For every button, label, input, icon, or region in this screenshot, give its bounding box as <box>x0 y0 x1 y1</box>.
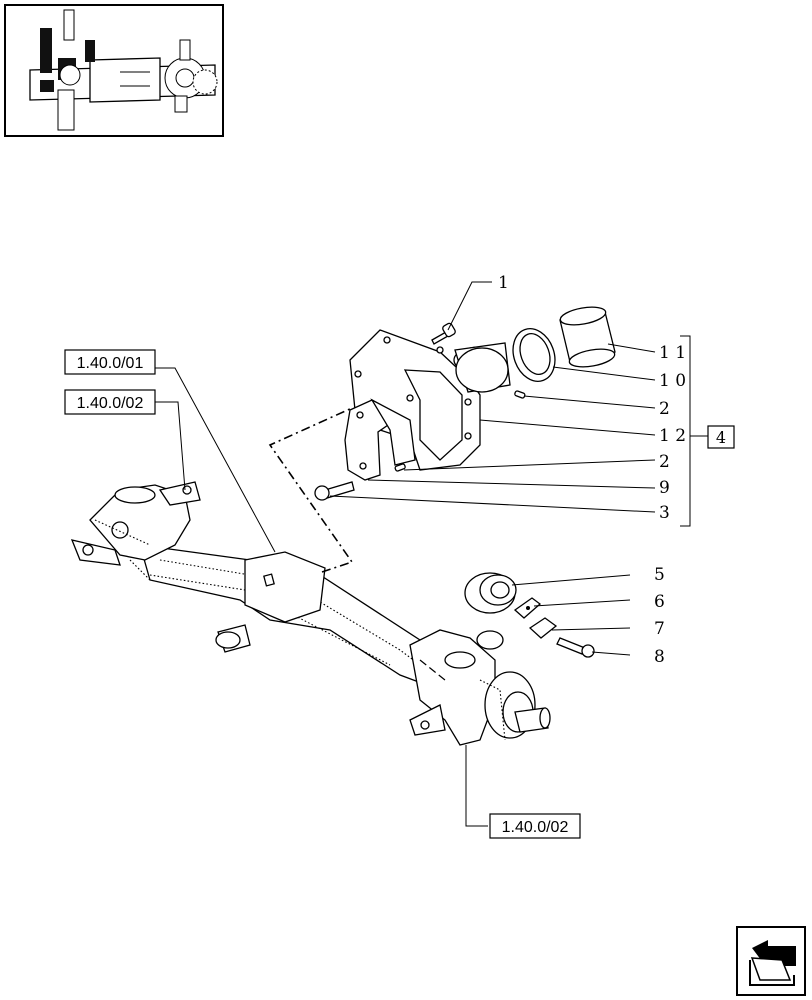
kit-box-4[interactable]: 4 <box>707 425 735 449</box>
callout-2b: 2 <box>659 452 670 472</box>
ref-box-1-40-0-02-upper[interactable]: 1.40.0/02 <box>64 389 156 415</box>
callout-2a: 2 <box>659 399 670 419</box>
thumbnail[interactable] <box>4 4 224 137</box>
callout-5: 5 <box>654 565 665 585</box>
dowel-pin-part-2b <box>394 463 406 472</box>
callout-10: 1 0 <box>659 371 686 391</box>
ref-box-label: 1.40.0/02 <box>77 395 144 412</box>
axle-assembly-thumbnail-icon <box>29 9 218 131</box>
leader-lines <box>155 281 708 827</box>
bushing-part-11 <box>559 306 616 368</box>
ref-box-label: 1.40.0/01 <box>77 355 144 372</box>
kit-box-label: 4 <box>716 428 726 447</box>
next-page-arrow-icon[interactable] <box>736 926 806 996</box>
bolt-part-3 <box>314 481 355 501</box>
assembly-path-line <box>268 407 354 573</box>
callout-12: 1 2 <box>659 426 686 446</box>
support-housing-part-12 <box>349 329 511 471</box>
ref-box-1-40-0-01[interactable]: 1.40.0/01 <box>64 349 156 375</box>
callout-6: 6 <box>654 592 665 612</box>
ref-box-1-40-0-02-lower[interactable]: 1.40.0/02 <box>489 813 581 839</box>
ref-box-label: 1.40.0/02 <box>502 819 569 836</box>
bolt-part-1 <box>431 322 456 345</box>
lock-plate-part-6 <box>513 597 542 619</box>
callout-1: 1 <box>498 273 509 293</box>
callout-8: 8 <box>654 647 665 667</box>
cap-part-9 <box>344 398 416 481</box>
callout-9: 9 <box>659 478 670 498</box>
ring-nut-part-5 <box>464 572 517 614</box>
callout-7: 7 <box>654 619 665 639</box>
dowel-pin-part-2a <box>514 390 526 399</box>
bolt-part-8 <box>556 637 595 658</box>
retainer-part-7 <box>528 617 558 639</box>
seal-ring-part-10 <box>512 328 556 382</box>
callout-3: 3 <box>659 503 670 523</box>
callout-11: 1 1 <box>659 343 686 363</box>
front-axle-assembly <box>70 481 551 746</box>
